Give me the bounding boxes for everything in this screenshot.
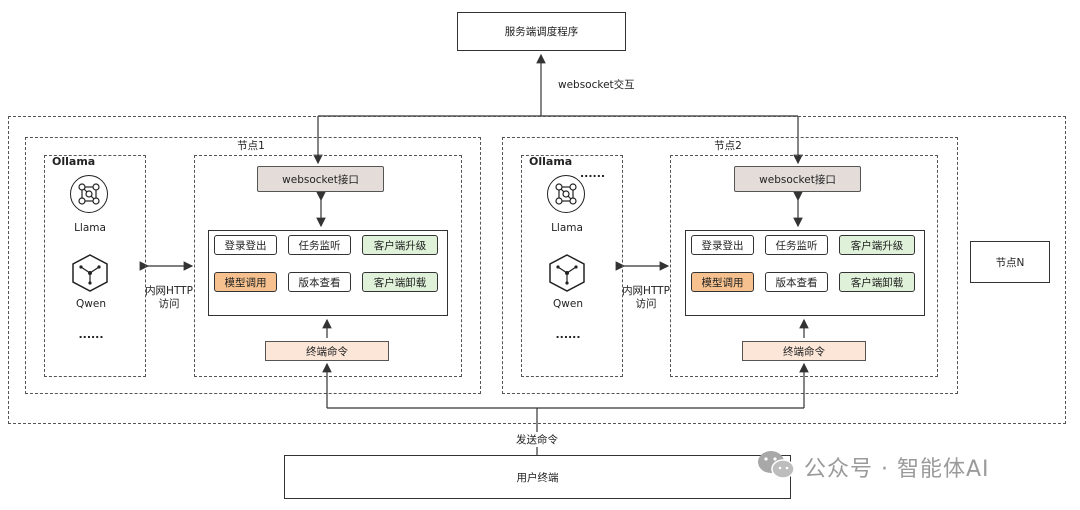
node2-title: 节点2	[714, 140, 742, 152]
node2-login-logout: 登录登出	[691, 235, 754, 255]
node2-http-label-line1: 内网HTTP	[622, 285, 670, 297]
node2-client-uninstall-label: 客户端卸载	[850, 276, 904, 289]
node2-task-monitor: 任务监听	[765, 235, 828, 255]
node1-http-label-line2: 访问	[158, 298, 180, 310]
node2-model-qwen: Qwen	[553, 298, 583, 310]
node1-login-logout-label: 登录登出	[224, 239, 267, 252]
node1-websocket-port-label: websocket接口	[282, 173, 359, 186]
node2-version-view: 版本查看	[765, 272, 828, 292]
node1-terminal-command: 终端命令	[265, 341, 389, 361]
node2-login-logout-label: 登录登出	[701, 239, 744, 252]
node1-model-invoke-label: 模型调用	[224, 276, 267, 289]
node2-client-upgrade-label: 客户端升级	[850, 239, 904, 252]
node1-client-uninstall-label: 客户端卸载	[373, 276, 427, 289]
node1-model-invoke: 模型调用	[214, 272, 277, 292]
node1-terminal-command-label: 终端命令	[306, 345, 348, 358]
node1-client-box	[194, 155, 462, 377]
cluster-container	[8, 116, 1066, 424]
node1-client-upgrade: 客户端升级	[362, 235, 438, 255]
node1-http-label: 内网HTTP 访问	[145, 285, 193, 311]
node2-http-label-line2: 访问	[635, 298, 657, 310]
node2-ollama-box	[521, 155, 623, 377]
node2-client-uninstall: 客户端卸载	[839, 272, 915, 292]
node2-model-invoke: 模型调用	[691, 272, 754, 292]
node1-client-uninstall: 客户端卸载	[362, 272, 438, 292]
qwen-cube-icon	[549, 254, 585, 292]
node1-task-monitor: 任务监听	[288, 235, 351, 255]
node-n-label: 节点N	[995, 256, 1025, 269]
node2-websocket-port-label: websocket接口	[759, 173, 836, 186]
llama-network-icon	[547, 175, 585, 213]
node1-websocket-port: websocket接口	[257, 166, 384, 192]
node2-more-models: ......	[555, 328, 581, 341]
node1-container	[25, 137, 481, 394]
user-terminal-label: 用户终端	[516, 471, 559, 484]
node2-terminal-command-label: 终端命令	[783, 345, 825, 358]
node1-version-view: 版本查看	[288, 272, 351, 292]
node2-websocket-port: websocket接口	[734, 166, 861, 192]
node2-client-upgrade: 客户端升级	[839, 235, 915, 255]
node-n-box: 节点N	[970, 241, 1050, 283]
node1-model-llama: Llama	[74, 222, 106, 234]
node2-http-label: 内网HTTP 访问	[622, 285, 670, 311]
node1-client-upgrade-label: 客户端升级	[373, 239, 427, 252]
node1-title: 节点1	[237, 140, 265, 152]
node2-version-view-label: 版本查看	[775, 276, 818, 289]
wechat-icon	[758, 451, 795, 479]
send-command-label: 发送命令	[514, 432, 560, 447]
node1-version-view-label: 版本查看	[298, 276, 341, 289]
node2-task-monitor-label: 任务监听	[775, 239, 818, 252]
user-terminal-box: 用户终端	[284, 455, 791, 499]
node1-login-logout: 登录登出	[214, 235, 277, 255]
node2-ollama-dots: ......	[580, 167, 606, 180]
node2-container	[502, 137, 958, 394]
ws-interaction-label: websocket交互	[558, 79, 635, 91]
node1-task-monitor-label: 任务监听	[298, 239, 341, 252]
llama-network-icon	[70, 175, 108, 213]
node2-model-invoke-label: 模型调用	[701, 276, 744, 289]
node1-ollama-box	[44, 155, 146, 377]
server-scheduler-label: 服务端调度程序	[504, 26, 579, 38]
node1-more-models: ......	[78, 328, 104, 341]
watermark-text: 公众号 · 智能体AI	[804, 457, 990, 482]
node2-ollama-title: Ollama	[529, 155, 573, 168]
node2-client-box	[670, 155, 938, 377]
node1-http-label-line1: 内网HTTP	[145, 285, 193, 297]
node2-terminal-command: 终端命令	[742, 341, 866, 361]
node2-model-llama: Llama	[551, 222, 583, 234]
node1-ollama-title: Ollama	[52, 155, 96, 168]
server-scheduler-box: 服务端调度程序	[457, 12, 626, 51]
qwen-cube-icon	[72, 254, 108, 292]
node1-model-qwen: Qwen	[76, 298, 106, 310]
